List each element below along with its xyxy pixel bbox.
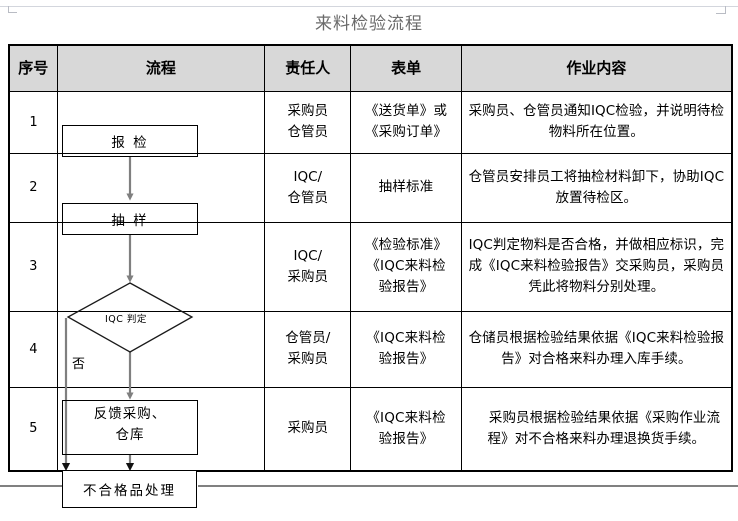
column-header-flow: 流程: [56, 44, 266, 92]
column-header-owner: 责任人: [264, 44, 352, 92]
cell-seq: 5: [8, 386, 58, 472]
cell-flow: [56, 310, 266, 388]
page-title: 来料检验流程: [315, 14, 423, 34]
cell-form: 《送货单》或 《采购订单》: [350, 90, 462, 154]
cell-flow: [56, 90, 266, 154]
table-row: 5 采购员 《IQC来料检 验报告》 采购员根据检验结果依据《采购作业流程》对不…: [8, 386, 733, 472]
cell-desc: 仓管员安排员工将抽检材料卸下，协助IQC放置待检区。: [460, 152, 733, 223]
page-top-ruler: [0, 0, 738, 7]
cell-owner: 采购员 仓管员: [264, 90, 352, 154]
cell-owner: IQC/ 仓管员: [264, 152, 352, 223]
cell-seq: 1: [8, 90, 58, 154]
page-corner-mark-left: [8, 6, 17, 13]
cell-form: 《IQC来料检 验报告》: [350, 386, 462, 472]
cell-flow: [56, 221, 266, 312]
cell-flow: [56, 386, 266, 472]
cell-form: 抽样标准: [350, 152, 462, 223]
table-row: 4 仓管员/ 采购员 《IQC来料检 验报告》 仓储员根据检验结果依据《IQC来…: [8, 310, 733, 388]
table-row: 3 IQC/ 采购员 《检验标准》 《IQC来料检 验报告》 IQC判定物料是否…: [8, 221, 733, 312]
table-header-row: 序号 流程 责任人 表单 作业内容: [8, 44, 733, 92]
flow-node-reject: 不合格品处理: [62, 470, 197, 508]
column-header-seq: 序号: [8, 44, 58, 92]
cell-desc: 采购员根据检验结果依据《采购作业流程》对不合格来料办理退换货手续。: [460, 386, 733, 472]
inspection-process-table: 序号 流程 责任人 表单 作业内容 1 采购员 仓管员 《送货单》或 《采购订单…: [8, 44, 733, 472]
cell-seq: 2: [8, 152, 58, 223]
column-header-desc: 作业内容: [460, 44, 733, 92]
column-header-form: 表单: [350, 44, 462, 92]
cell-desc: 仓储员根据检验结果依据《IQC来料检验报告》对合格来料办理入库手续。: [460, 310, 733, 388]
page-corner-mark-right: [716, 6, 726, 14]
table-row: 1 采购员 仓管员 《送货单》或 《采购订单》 采购员、仓管员通知IQC检验，并…: [8, 90, 733, 154]
cell-desc: 采购员、仓管员通知IQC检验，并说明待检物料所在位置。: [460, 90, 733, 154]
cell-form: 《检验标准》 《IQC来料检 验报告》: [350, 221, 462, 312]
cell-form: 《IQC来料检 验报告》: [350, 310, 462, 388]
cell-owner: IQC/ 采购员: [264, 221, 352, 312]
cell-seq: 3: [8, 221, 58, 312]
cell-desc: IQC判定物料是否合格，并做相应标识，完成《IQC来料检验报告》交采购员，采购员…: [460, 221, 733, 312]
cell-seq: 4: [8, 310, 58, 388]
table-row: 2 IQC/ 仓管员 抽样标准 仓管员安排员工将抽检材料卸下，协助IQC放置待检…: [8, 152, 733, 223]
cell-owner: 仓管员/ 采购员: [264, 310, 352, 388]
cell-owner: 采购员: [264, 386, 352, 472]
cell-flow: [56, 152, 266, 223]
